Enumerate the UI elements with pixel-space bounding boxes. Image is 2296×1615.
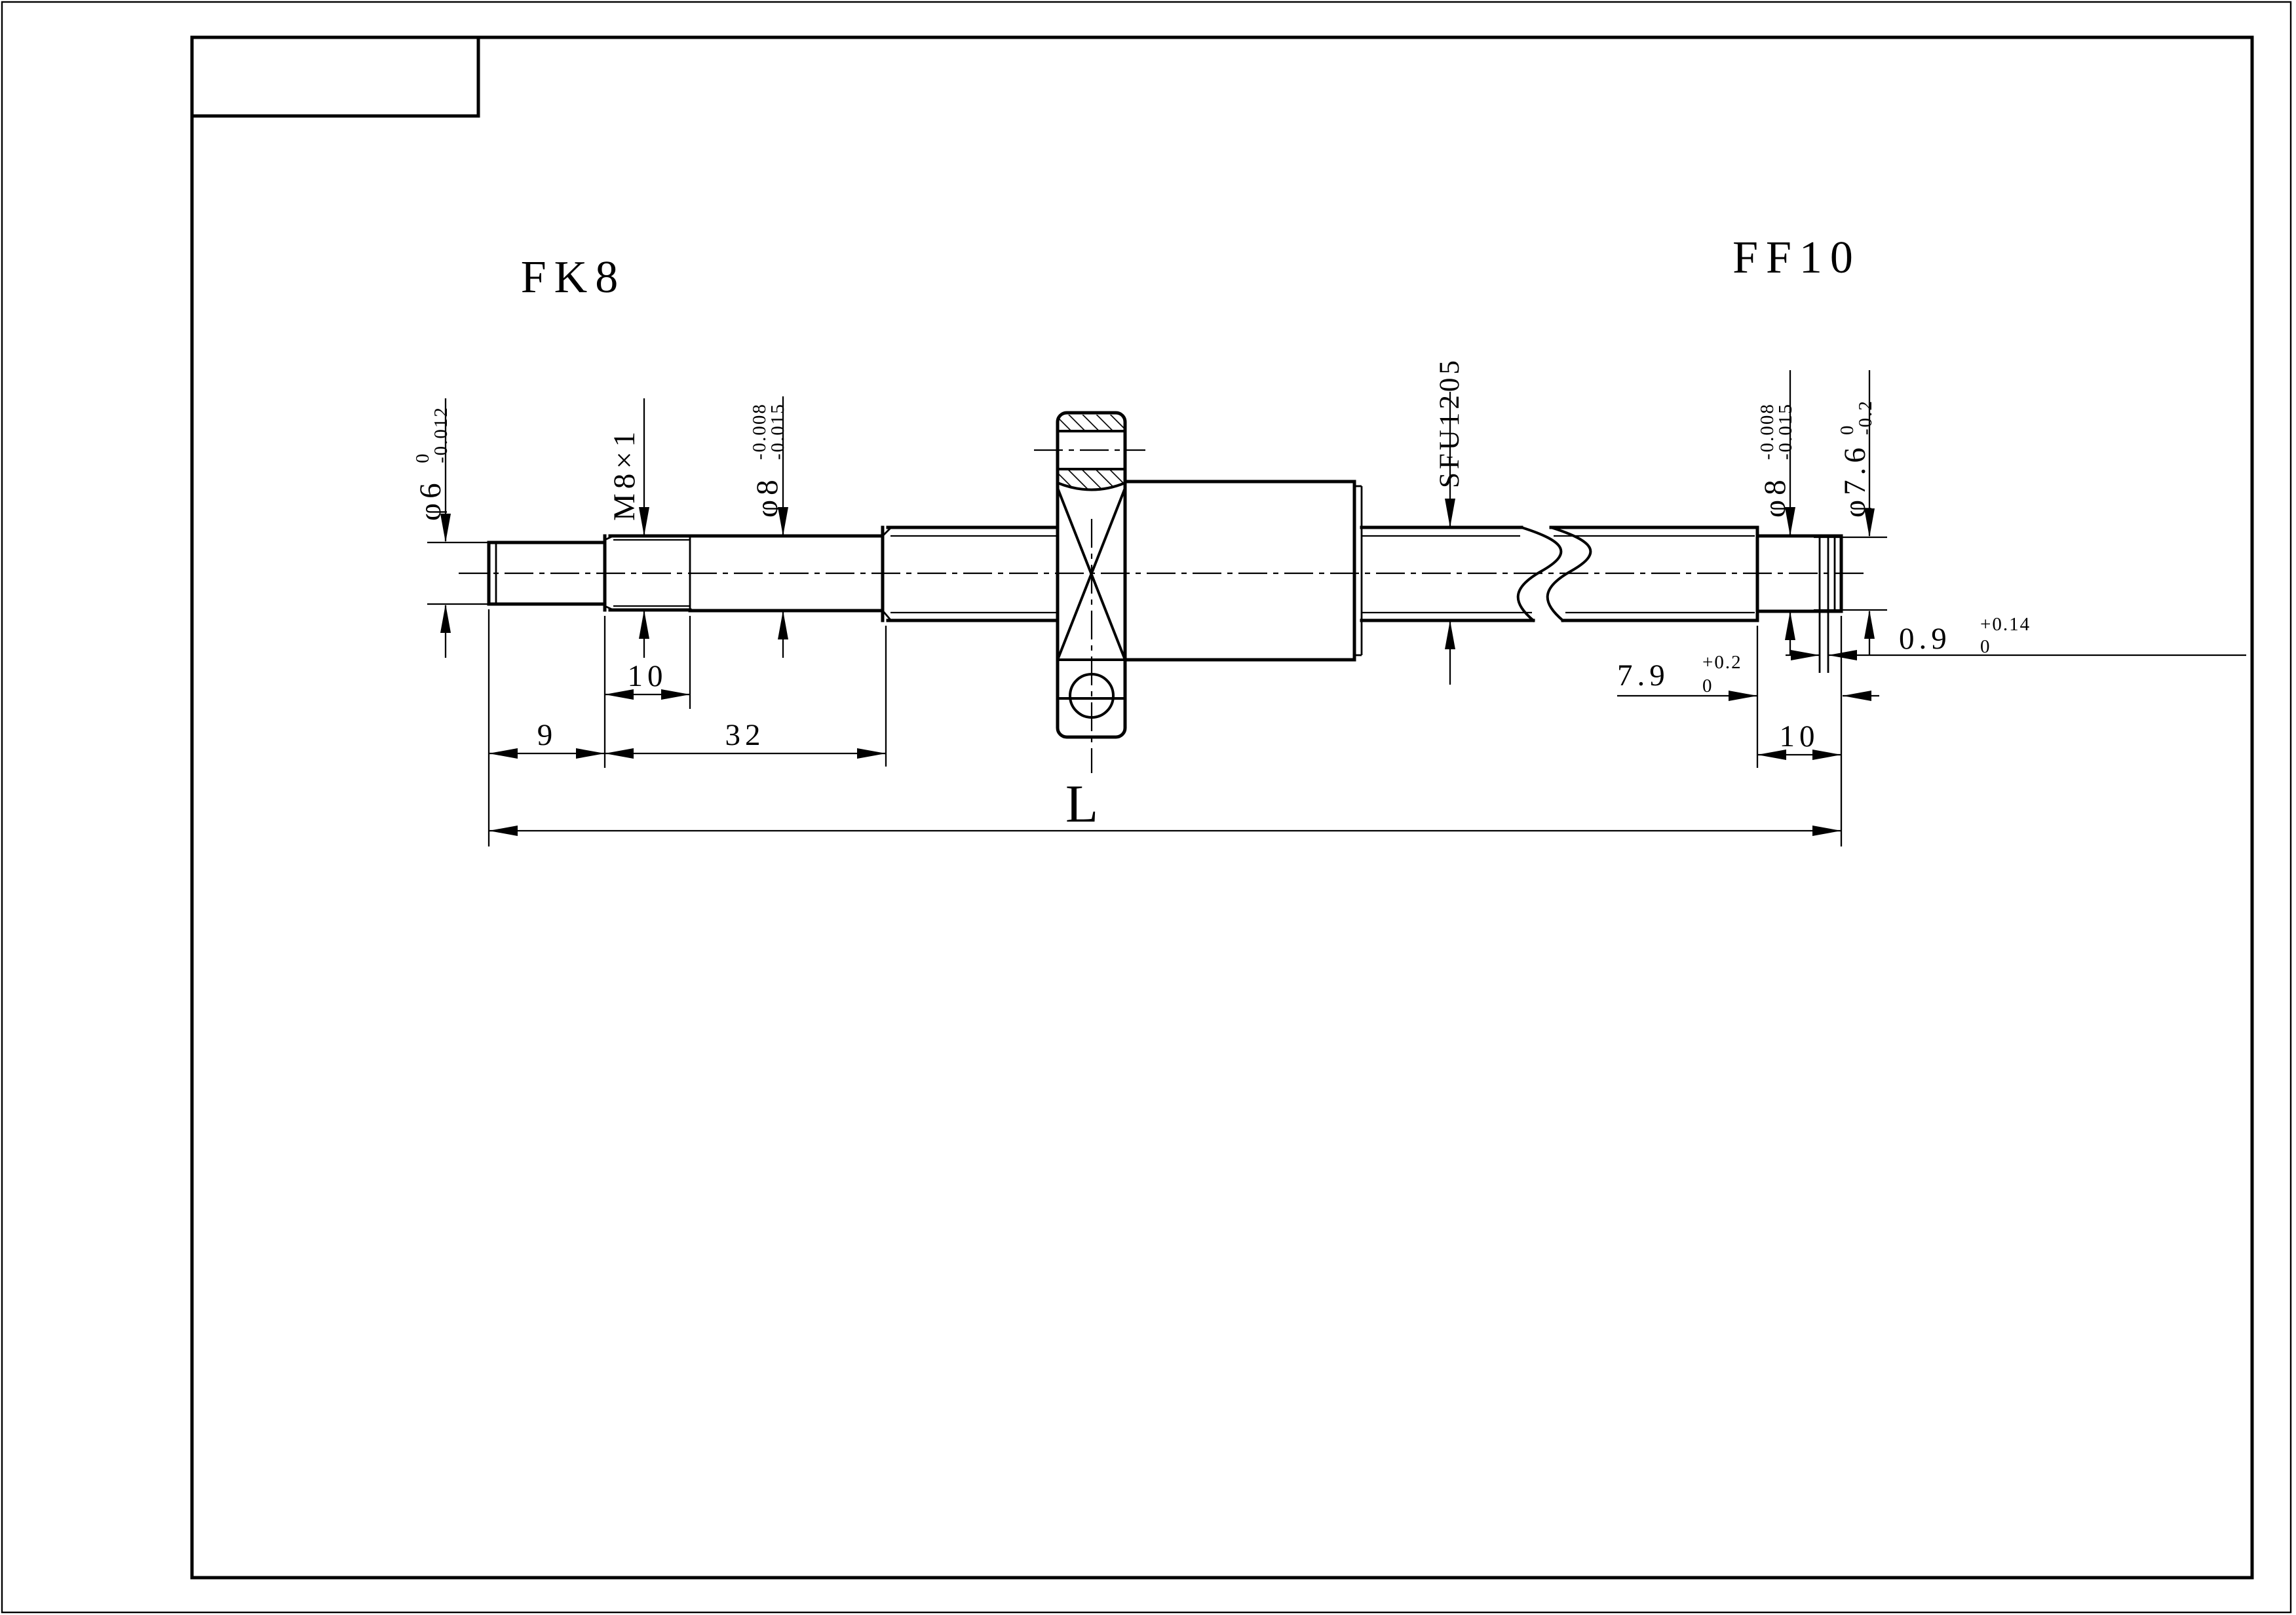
shaft-journal-left	[688, 534, 885, 613]
length-dimensions: 10 9 32 7.9 +0.2 0 0.9 +0.14 0 10 L	[488, 609, 2246, 846]
shaft-end-right	[1755, 525, 1887, 673]
dia6-lower-tol: -0.012	[430, 406, 451, 463]
shaft-thread-m8	[603, 534, 692, 612]
dim-09-main: 0.9	[1899, 622, 1951, 656]
label-right-bearing: FF10	[1732, 233, 1861, 283]
wiper-band-bottom	[1059, 469, 1124, 489]
dia8r-lower-tol: -0.015	[1775, 403, 1796, 460]
label-left-bearing: FK8	[521, 252, 626, 303]
dia6-main: φ6	[413, 478, 448, 521]
wiper-band-top	[1059, 415, 1124, 430]
dia8r-main: φ8	[1758, 475, 1792, 518]
dim-79-upper-tol: +0.2	[1702, 652, 1742, 673]
dim-10-right: 10	[1780, 719, 1820, 753]
dim-79-lower-tol: 0	[1702, 675, 1713, 696]
label-dia-8-left: φ8 -0.008 -0.015	[749, 403, 788, 518]
dia76-upper-tol: 0	[1837, 425, 1858, 436]
dim-10-left: 10	[628, 659, 668, 693]
label-dia-6: φ6 0 -0.012	[412, 406, 451, 521]
label-thread-m8: M8×1	[607, 427, 641, 521]
dim-79-main: 7.9	[1617, 658, 1670, 693]
drawing-frame	[190, 35, 2254, 1580]
label-screw-model: SFU1205	[1434, 357, 1465, 488]
dim-09-upper-tol: +0.14	[1980, 614, 2031, 635]
dia8l-upper-tol: -0.008	[749, 403, 770, 460]
diameter-callouts	[427, 370, 1875, 685]
dim-32: 32	[725, 718, 765, 752]
dim-09-lower-tol: 0	[1980, 636, 1991, 657]
dim-9: 9	[537, 718, 558, 752]
ball-nut	[1034, 411, 1363, 773]
dia76-main: φ7.6	[1838, 443, 1872, 518]
label-dia-7-6: φ7.6 0 -0.2	[1837, 400, 1876, 518]
sfu1205-text: SFU1205	[1434, 357, 1465, 488]
screw-section-left	[881, 525, 1060, 622]
dim-overall-length: L	[1065, 774, 1098, 833]
dia8r-upper-tol: -0.008	[1757, 403, 1778, 460]
dia8l-lower-tol: -0.015	[767, 403, 788, 460]
dia8l-main: φ8	[750, 475, 784, 518]
break-symbol	[1546, 525, 1592, 622]
dia6-upper-tol: 0	[412, 453, 433, 464]
shaft-end-left	[487, 541, 607, 606]
break-symbol	[1516, 525, 1563, 622]
title-block	[190, 35, 480, 118]
m8-main: M8×1	[607, 427, 641, 521]
dia76-lower-tol: -0.2	[1855, 400, 1876, 435]
screw-section-right	[1360, 525, 1759, 622]
label-dia-8-right: φ8 -0.008 -0.015	[1757, 403, 1796, 518]
